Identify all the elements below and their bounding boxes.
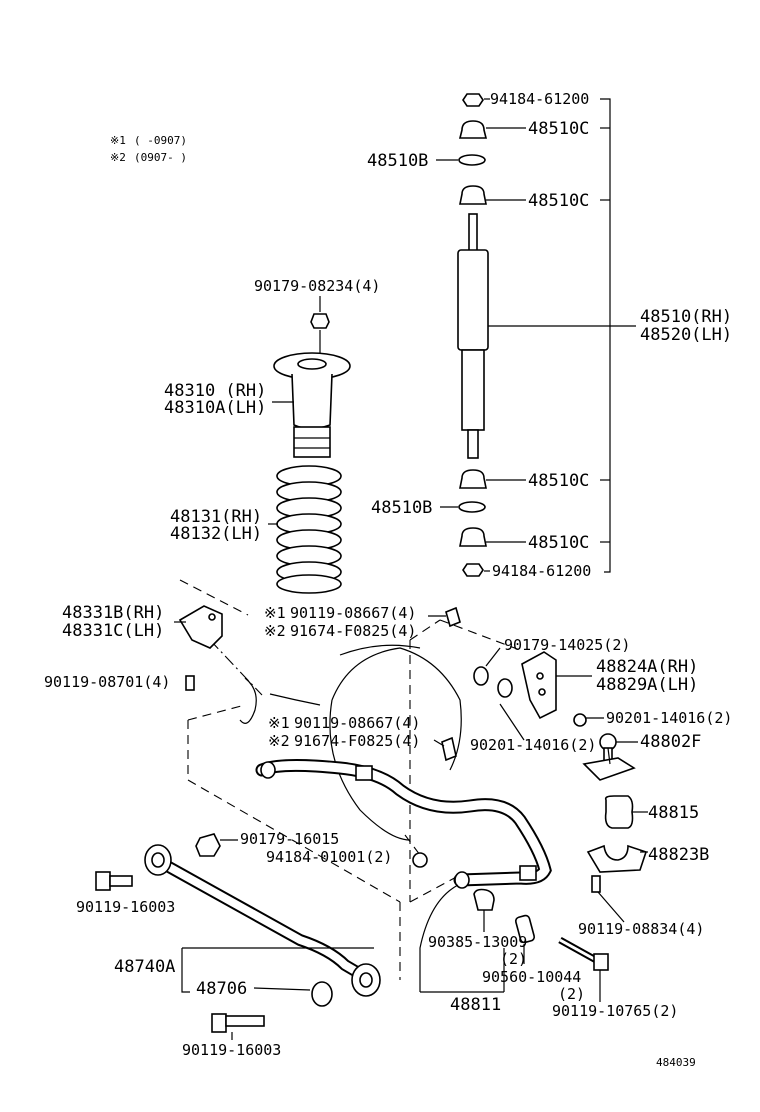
upper-bolt-labels: ※1 90119-08667(4) ※2 91674-F0825(4) ※1 9… bbox=[264, 604, 461, 762]
label-90119-08667-a: 90119-08667(4) bbox=[290, 604, 416, 622]
label-48510b-bottom: 48510B bbox=[371, 498, 432, 518]
stabilizer-plate-icon bbox=[582, 757, 636, 781]
bracket-48823b-icon bbox=[586, 844, 648, 873]
shock-absorber-group: 94184-61200 48510C 48510B 48510C 48510(R… bbox=[367, 90, 732, 580]
stabilizer-link-group: 90385-13009 (2) 90560-10044 (2) 48811 90… bbox=[419, 884, 678, 1020]
label-94184-61200-bottom: 94184-61200 bbox=[492, 562, 591, 580]
cushion-2-icon bbox=[459, 185, 487, 205]
label-90179-08234: 90179-08234(4) bbox=[254, 277, 380, 295]
label-91674-f0825-b: 91674-F0825(4) bbox=[294, 732, 420, 750]
shock-stem-icon bbox=[467, 429, 479, 459]
bushing-90385-icon bbox=[473, 888, 495, 911]
collar-90560-icon bbox=[514, 914, 536, 944]
label-91674-f0825-a: 91674-F0825(4) bbox=[290, 622, 416, 640]
label-48510c-4: 48510C bbox=[528, 533, 589, 553]
label-48824a-rh: 48824A(RH) bbox=[596, 657, 698, 677]
shock-body-upper-icon bbox=[457, 249, 489, 351]
label-90201-14016-a: 90201-14016(2) bbox=[606, 709, 732, 727]
nut-top-icon bbox=[462, 93, 484, 107]
label-90560-10044: 90560-10044 bbox=[482, 968, 581, 986]
label-48815: 48815 bbox=[648, 803, 699, 823]
spring-group: 90179-08234(4) 48310 (RH) 48310A(LH) 481… bbox=[164, 277, 380, 594]
label-94184-61200-top: 94184-61200 bbox=[490, 90, 589, 108]
label-48510-rh: 48510(RH) bbox=[640, 307, 732, 327]
label-90385-13009: 90385-13009 bbox=[428, 933, 527, 951]
bolt-90119-08701-icon bbox=[185, 675, 195, 691]
drawing-number: 484039 bbox=[656, 1056, 696, 1069]
bolt-90119-16003-a-icon bbox=[95, 871, 133, 891]
label-48740a: 48740A bbox=[114, 957, 175, 977]
bushing-48815-icon bbox=[604, 795, 634, 829]
stabilizer-bar-group bbox=[255, 758, 552, 889]
bracket-48331-icon bbox=[178, 605, 223, 649]
label-48823b: 48823B bbox=[648, 845, 709, 865]
nut-90201-icon bbox=[573, 713, 587, 727]
retainer-bottom-icon bbox=[458, 501, 486, 513]
label-48802f: 48802F bbox=[640, 732, 701, 752]
label-90201-14016-b: 90201-14016(2) bbox=[470, 736, 596, 754]
note-mark-1b: ※1 bbox=[268, 714, 290, 732]
label-90179-16015: 90179-16015 bbox=[240, 830, 339, 848]
label-94184-01001: 94184-01001(2) bbox=[266, 848, 392, 866]
note-1-mark: ※1 bbox=[110, 134, 126, 147]
label-48310a-lh: 48310A(LH) bbox=[164, 398, 266, 418]
bracket-48824a-icon bbox=[521, 651, 557, 720]
stabilizer-bracket-group: 90179-14025(2) 48824A(RH) 48829A(LH) 902… bbox=[470, 636, 732, 938]
label-48510c-3: 48510C bbox=[528, 471, 589, 491]
label-90119-08834: 90119-08834(4) bbox=[578, 920, 704, 938]
note-2-mark: ※2 bbox=[110, 151, 126, 164]
label-48310-rh: 48310 (RH) bbox=[164, 381, 266, 401]
label-48510b-top: 48510B bbox=[367, 151, 428, 171]
frame-guide-lines bbox=[179, 579, 521, 980]
label-48331c-lh: 48331C(LH) bbox=[62, 621, 164, 641]
bolt-90119-16003-b-icon bbox=[211, 1013, 265, 1033]
label-90119-16003-b: 90119-16003 bbox=[182, 1041, 281, 1059]
note-mark-2a: ※2 bbox=[264, 622, 286, 640]
retainer-top-icon bbox=[458, 154, 486, 166]
cushion-3-icon bbox=[459, 469, 487, 489]
bracket-48331-group: 48331B(RH) 48331C(LH) 90119-08701(4) bbox=[44, 603, 223, 691]
label-90560-qty: (2) bbox=[558, 985, 585, 1003]
legend-notes: ※1 ( -0907) ※2 (0907- ) bbox=[110, 134, 187, 164]
bolt-90119-08667-a-icon bbox=[445, 606, 461, 628]
lateral-rod-group: 90179-16015 94184-01001(2) 90119-16003 4… bbox=[76, 830, 392, 1059]
label-90119-10765: 90119-10765(2) bbox=[552, 1002, 678, 1020]
label-90385-qty: (2) bbox=[500, 950, 527, 968]
shock-body-lower-icon bbox=[461, 349, 485, 431]
cushion-1-icon bbox=[458, 120, 488, 139]
label-48520-lh: 48520(LH) bbox=[640, 325, 732, 345]
bolt-90119-08834-icon bbox=[591, 875, 601, 893]
label-90179-14025: 90179-14025(2) bbox=[504, 636, 630, 654]
nut-90179-16015-icon bbox=[195, 833, 221, 857]
bushing-48706-icon bbox=[311, 981, 333, 1007]
nut-90179-icon bbox=[310, 313, 330, 329]
nut-bottom-icon bbox=[462, 563, 484, 577]
note-mark-1a: ※1 bbox=[264, 604, 286, 622]
bolt-90119-08667-b-icon bbox=[441, 736, 457, 762]
note-mark-2b: ※2 bbox=[268, 732, 290, 750]
label-48510c-2: 48510C bbox=[528, 191, 589, 211]
stabilizer-bushing-right-icon bbox=[519, 865, 537, 881]
label-48132-lh: 48132(LH) bbox=[170, 524, 262, 544]
label-48811: 48811 bbox=[450, 995, 501, 1015]
note-1-text: ( -0907) bbox=[134, 134, 187, 147]
label-48331b-rh: 48331B(RH) bbox=[62, 603, 164, 623]
label-48829a-lh: 48829A(LH) bbox=[596, 675, 698, 695]
label-90119-08667-b: 90119-08667(4) bbox=[294, 714, 420, 732]
label-48131-rh: 48131(RH) bbox=[170, 507, 262, 527]
label-48510c-1: 48510C bbox=[528, 119, 589, 139]
label-90119-16003-a: 90119-16003 bbox=[76, 898, 175, 916]
label-48706: 48706 bbox=[196, 979, 247, 999]
label-90119-08701: 90119-08701(4) bbox=[44, 673, 170, 691]
bump-stopper-icon bbox=[291, 373, 333, 430]
nut-94184-01001-icon bbox=[412, 852, 428, 868]
bracket-line-shock bbox=[600, 98, 611, 573]
note-2-text: (0907- ) bbox=[134, 151, 187, 164]
cushion-4-icon bbox=[459, 527, 487, 547]
stabilizer-bushing-left-icon bbox=[355, 765, 373, 781]
nut-90179-14025-icon bbox=[473, 666, 489, 686]
coil-spring-icon bbox=[276, 465, 342, 594]
shock-rod-icon bbox=[468, 213, 478, 253]
